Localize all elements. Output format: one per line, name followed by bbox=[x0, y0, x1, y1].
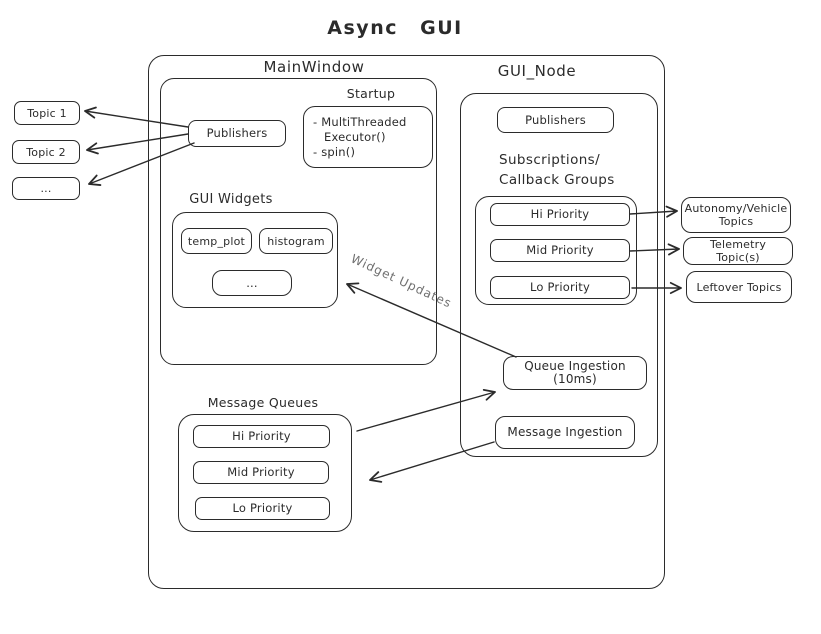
left-topic-more-node: ... bbox=[12, 177, 80, 200]
startup-box: - MultiThreaded Executor() - spin() bbox=[303, 106, 433, 168]
callback-mid-priority-node: Mid Priority bbox=[490, 239, 630, 262]
queue-ingestion-label: Queue Ingestion (10ms) bbox=[524, 359, 626, 386]
left-topic-2-label: Topic 2 bbox=[26, 145, 66, 159]
left-topic-1-label: Topic 1 bbox=[27, 106, 67, 120]
main-window-publishers-label: Publishers bbox=[206, 126, 268, 140]
right-topic-leftover-label: Leftover Topics bbox=[696, 280, 782, 294]
subscriptions-heading-line1: Subscriptions/ bbox=[499, 152, 601, 168]
queue-ingestion-node: Queue Ingestion (10ms) bbox=[503, 356, 647, 390]
gui-node-publishers-label: Publishers bbox=[525, 112, 586, 127]
widget-temp-plot-label: temp_plot bbox=[187, 234, 246, 248]
right-topic-autonomy-label: Autonomy/Vehicle Topics bbox=[684, 202, 788, 228]
queue-lo-priority-label: Lo Priority bbox=[232, 501, 293, 515]
right-topic-leftover-node: Leftover Topics bbox=[686, 271, 792, 303]
subscriptions-heading-line2: Callback Groups bbox=[499, 172, 615, 188]
queue-mid-priority-label: Mid Priority bbox=[227, 465, 295, 479]
queue-lo-priority-node: Lo Priority bbox=[195, 497, 330, 520]
right-topic-autonomy-node: Autonomy/Vehicle Topics bbox=[681, 197, 791, 233]
message-ingestion-node: Message Ingestion bbox=[495, 416, 635, 449]
callback-mid-priority-label: Mid Priority bbox=[526, 243, 594, 257]
gui-node-publishers-node: Publishers bbox=[497, 107, 614, 133]
widget-histogram-node: histogram bbox=[259, 228, 333, 254]
left-topic-1-node: Topic 1 bbox=[14, 101, 80, 125]
message-ingestion-label: Message Ingestion bbox=[507, 425, 623, 439]
widget-histogram-label: histogram bbox=[267, 234, 325, 248]
gui-widgets-label: GUI Widgets bbox=[189, 192, 273, 207]
callback-lo-priority-label: Lo Priority bbox=[529, 280, 591, 294]
left-topic-2-node: Topic 2 bbox=[12, 140, 80, 164]
left-topic-more-label: ... bbox=[40, 182, 52, 195]
diagram-title: Async GUI bbox=[327, 17, 463, 39]
subscriptions-heading: Subscriptions/ Callback Groups bbox=[499, 150, 649, 190]
startup-item: - spin() bbox=[313, 145, 356, 159]
callback-hi-priority-node: Hi Priority bbox=[490, 203, 630, 226]
callback-hi-priority-label: Hi Priority bbox=[530, 207, 590, 221]
main-window-label: MainWindow bbox=[263, 58, 365, 76]
widget-temp-plot-node: temp_plot bbox=[181, 228, 252, 254]
queue-hi-priority-node: Hi Priority bbox=[193, 425, 330, 448]
queue-mid-priority-node: Mid Priority bbox=[193, 461, 329, 484]
gui-node-label: GUI_Node bbox=[497, 62, 577, 80]
right-topic-telemetry-node: Telemetry Topic(s) bbox=[683, 237, 793, 265]
right-topic-telemetry-label: Telemetry Topic(s) bbox=[709, 238, 767, 264]
main-window-publishers-node: Publishers bbox=[188, 120, 286, 147]
widget-more-label: ... bbox=[246, 275, 258, 290]
startup-label: Startup bbox=[346, 86, 396, 101]
widget-more-node: ... bbox=[212, 270, 292, 296]
queue-hi-priority-label: Hi Priority bbox=[232, 429, 291, 443]
startup-item: - MultiThreaded Executor() bbox=[313, 115, 407, 144]
message-queues-label: Message Queues bbox=[207, 395, 319, 410]
callback-lo-priority-node: Lo Priority bbox=[490, 276, 630, 299]
